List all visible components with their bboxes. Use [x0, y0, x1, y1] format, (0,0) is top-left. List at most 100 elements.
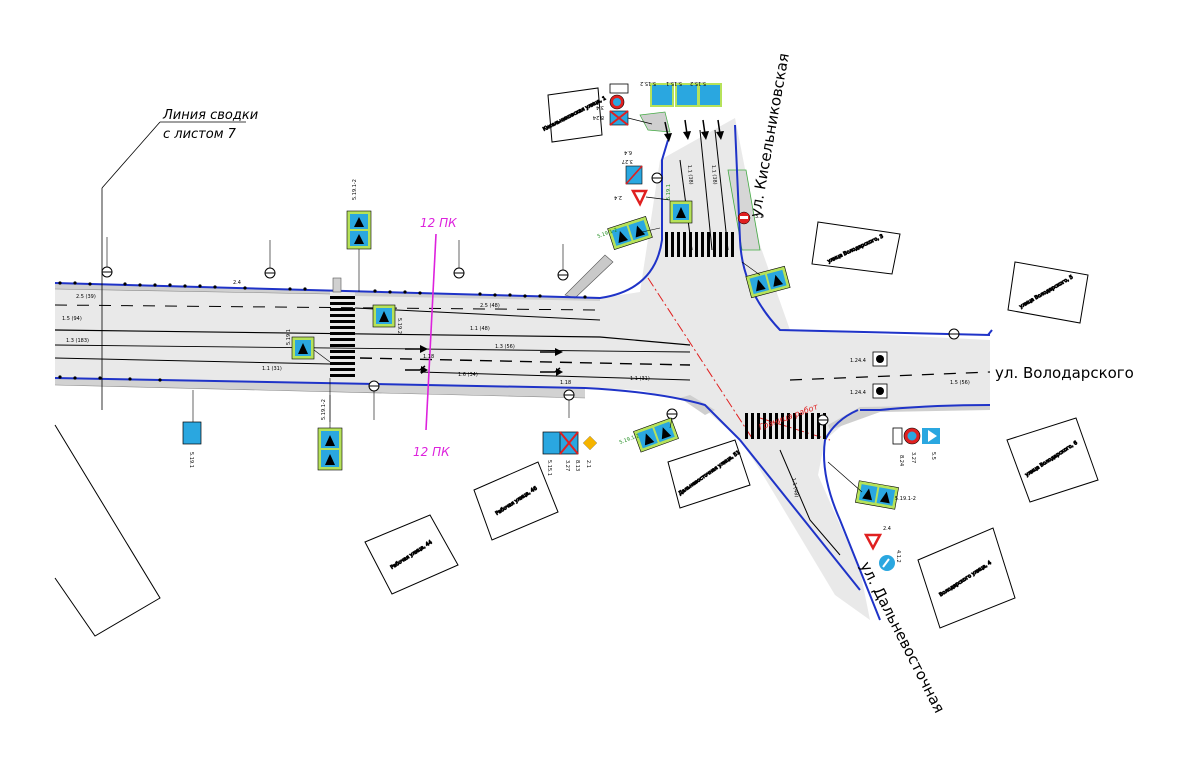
info-plate-icon — [609, 83, 629, 94]
sign-label: 2.4 — [614, 194, 622, 200]
lane-markings — [54, 129, 991, 556]
arrow-down-icon — [683, 119, 691, 140]
sign-label: 5.15.1 — [666, 80, 682, 86]
join-line-leader — [101, 121, 246, 410]
pk-station-line — [425, 233, 437, 431]
sign-label: 5.19.1-2 — [321, 399, 327, 420]
give-way-sign-icon — [863, 533, 883, 551]
marking-label: 2.4 — [233, 280, 241, 286]
lane-direction-signs: 5.15.2 5.15.1 5.15.2 — [640, 80, 722, 107]
sign-label: 5.19.1 — [666, 184, 672, 200]
sign-label: 5.19.1 — [286, 329, 292, 345]
arrow-straight-icon — [540, 348, 563, 356]
lane-sign-icon — [675, 83, 699, 107]
marking-label: 1.6 (34) — [458, 372, 478, 378]
lamp-post-icon — [368, 380, 380, 392]
sign-label: 5.15.1 — [546, 460, 552, 476]
sign-label: 5.15.2 — [690, 80, 706, 86]
lamp-post-icon — [453, 267, 465, 279]
sign-label: 4.1.2 — [895, 550, 901, 563]
sign-leaders — [313, 227, 761, 429]
arrow-straight-right-icon — [405, 365, 428, 374]
pedestrian-crossing-sign-icon — [182, 421, 202, 445]
building-3: улица Володарского, 5 — [1007, 261, 1089, 324]
sign-label: 3.27 — [564, 460, 570, 471]
main-road-sign-icon — [582, 435, 598, 451]
marking-label: 2.5 (39) — [76, 294, 96, 300]
arrow-straight-right-icon — [540, 367, 563, 376]
marking-label: 1.3 (56) — [495, 344, 515, 350]
sign-label: 8.13 — [574, 460, 580, 471]
join-line-sublabel: с листом 7 — [163, 127, 237, 142]
curb-lines — [54, 124, 993, 621]
crosswalk-east — [745, 413, 826, 439]
building-7: Рабочая улица, 44 — [364, 514, 459, 595]
marking-label: 1.1 (38) — [710, 165, 718, 185]
sign-label: 5.15.2 — [640, 80, 656, 86]
building-5: улица Володарского, 6 — [1006, 417, 1099, 503]
sign-label: 5.19.1-2 — [619, 433, 641, 446]
building-2: улица Володарского, 3 — [811, 221, 901, 275]
sidewalk-edge — [54, 288, 331, 295]
no-stopping-sign-inner — [613, 98, 621, 106]
pedestrian-crossing-sign-icon — [633, 417, 679, 453]
arrow-down-icon — [664, 121, 672, 142]
sign-label: 5.19.2 — [396, 318, 402, 334]
sign-label: 2.4 — [883, 526, 891, 532]
buildings: Кисельниковская улица, 1 улица Володарск… — [54, 87, 1099, 637]
marking-label: 2.5 (48) — [480, 303, 500, 309]
marking-label: 1.5 (56) — [950, 380, 970, 386]
sign-label: 8.24 — [898, 455, 904, 466]
pedestrian-crossing-sign-icon — [372, 304, 396, 328]
sign-label: 3.27 — [622, 158, 633, 164]
pedestrian-crossing-sign-icon — [317, 427, 343, 471]
lamp-post-icon — [666, 408, 678, 420]
signs-north: 3.1 3.27 2.4 3.4 8.24 6.4 — [593, 83, 763, 225]
crossed-sign-icon — [542, 431, 562, 455]
pk-label-bottom: 12 ПК — [413, 445, 450, 459]
sign-label: 3.27 — [910, 452, 916, 463]
crosswalk-west — [330, 296, 355, 377]
sign-label: 5.19.1 — [188, 452, 194, 468]
bus-stop-marker — [332, 277, 342, 293]
sign-label: 3.1 — [755, 214, 763, 220]
marking-label: 1.1 (31) — [630, 376, 650, 382]
sign-label: 8.24 — [593, 114, 604, 120]
marking-label: 1.24.4 — [850, 390, 866, 396]
lamp-post-icon — [948, 328, 960, 340]
work-boundary-line — [647, 277, 753, 439]
give-way-sign-icon — [630, 189, 648, 207]
marking-label: 1.18 — [560, 380, 571, 386]
marking-label: 1.1 (48) — [470, 326, 490, 332]
marking-label: 1.18 — [423, 354, 434, 360]
lamp-post-icon — [557, 269, 569, 281]
lamp-post-icon — [651, 172, 663, 184]
lamp-post-icon — [101, 266, 113, 278]
pedestrian-crossing-sign-icon — [346, 210, 372, 250]
lane-sign-icon — [650, 83, 674, 107]
crosswalk-north — [665, 232, 734, 257]
sign-label: 5.19.1-2 — [352, 179, 358, 200]
pk-label-top: 12 ПК — [420, 216, 457, 230]
pedestrian-crossing-sign-icon — [291, 336, 315, 360]
info-plate-icon — [892, 427, 903, 445]
marking-labels: 2.5 (39) 1.5 (94) 1.3 (183) 1.1 (31) 2.4… — [62, 165, 970, 498]
pedestrian-crossing-sign-icon — [745, 265, 791, 299]
lane-sign-icon — [698, 83, 722, 107]
building-1: Кисельниковская улица, 1 — [542, 87, 608, 143]
crosswalk-signs — [291, 200, 899, 510]
lamp-post-icon — [817, 414, 829, 426]
building-4: Дальневосточная улица, 51 — [667, 439, 751, 509]
direction-arrows — [405, 119, 724, 376]
street-name-kiselnikovskaya: ул. Кисельниковская — [746, 52, 793, 219]
pedestrian-crossing-sign-icon — [669, 200, 693, 224]
curb-bollards — [58, 281, 587, 382]
building-8: Володарского улица, 4 — [917, 527, 1016, 629]
post-stems — [106, 237, 570, 422]
pedestrian-crossing-sign-icon — [607, 215, 653, 251]
join-line-label: Линия сводки — [162, 108, 258, 123]
arrow-straight-icon — [405, 345, 428, 353]
lamp-post-icon — [264, 267, 276, 279]
